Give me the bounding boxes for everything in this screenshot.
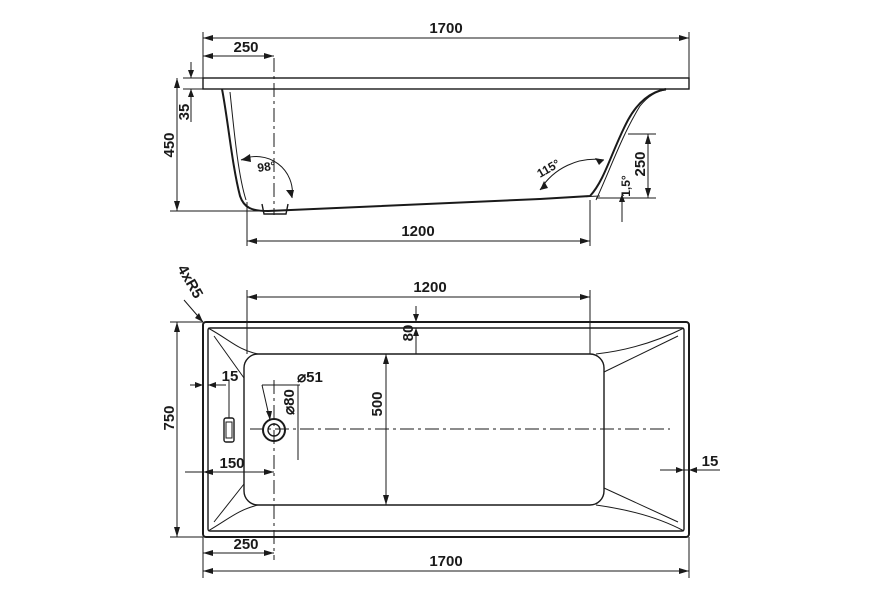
foot-angle-arrow-a [540,181,548,190]
side-slope-height-label: 250 [632,151,649,176]
overflow-inner [225,421,233,439]
dim-35-arrow-top [188,70,194,78]
dim-1200-arrow-left [247,238,257,244]
plan-length-label: 1700 [429,553,462,570]
dim-150-arrow-right [264,469,274,475]
dim-450-arrow-top [174,78,180,88]
back-angle-arrow-b [286,190,294,198]
foot-angle-arrow-b [595,158,604,165]
plan-outlet-position-label: 150 [219,455,244,472]
plan-floor-width-label: 500 [369,391,386,416]
plan-outlet-ring-label: ⌀80 [281,389,298,415]
plan-outlet-diameter-label: ⌀51 [297,369,323,386]
plan-outlet-offset-label: 250 [233,536,258,553]
dim-15-left-arrow-a [195,382,203,388]
dim-slope-arrow-bottom [645,188,651,198]
plan-slope-right-bottom [603,487,679,523]
dim-250-arrow-right [264,53,274,59]
plan-corner-br [595,504,685,532]
dim-250b-arrow-left [203,550,213,556]
plan-floor-length-label: 1200 [413,279,446,296]
side-view: 98° 115° 1700 250 35 450 [161,20,690,246]
plan-wall-offset-left-label: 15 [222,368,239,385]
dim-1700b-arrow-right [679,568,689,574]
dim-1700b-arrow-left [203,568,213,574]
side-body-outline [221,88,667,213]
plan-width-label: 750 [161,405,178,430]
plan-corner-bl [207,504,259,532]
plan-inner-rim [207,327,685,532]
dim-1700-arrow-right [679,35,689,41]
dim-1700-arrow-left [203,35,213,41]
dim-80-arrow-top [413,314,419,322]
side-rim-offset-label: 250 [233,39,258,56]
dim-15-right-arrow [689,467,697,473]
plan-slope-left-bottom [213,483,245,523]
dim-450-arrow-bottom [174,201,180,211]
side-height-label: 450 [161,132,178,157]
dim-250b-arrow-right [264,550,274,556]
side-rim-thickness-label: 35 [176,104,193,121]
radius-arrow [195,313,203,322]
floor-slope-arrow [619,194,625,202]
dim-150-arrow-left [203,469,213,475]
floor-slope-label: 1,5° [619,175,633,197]
plan-rim-width-label: 80 [400,325,417,342]
plan-slope-right-top [603,335,679,373]
plan-corner-tl [207,327,259,355]
side-rim [202,77,690,90]
plan-outer-rim [202,321,690,538]
plan-view: 4xR5 1200 80 500 750 15 [161,262,720,578]
plan-dim-1200-arrow-left [247,294,257,300]
dim-250-arrow-left [203,53,213,59]
dim-750-arrow-bottom [174,527,180,537]
dim-slope-arrow-top [645,134,651,144]
dim-500-arrow-bottom [383,495,389,505]
back-angle-arrow-a [241,154,251,162]
dim-750-arrow-top [174,322,180,332]
side-floor-length-label: 1200 [401,223,434,240]
dim-35-arrow-bottom [188,89,194,97]
dim-80-arrow-bottom [413,328,419,336]
plan-corner-tr [595,327,685,355]
plan-slope-left-top [213,335,245,379]
outlet-diameter-arrow [266,411,272,420]
dim-1200-arrow-right [580,238,590,244]
side-floor-guide [535,195,601,200]
back-angle-label: 98° [256,159,276,175]
foot-angle-label: 115° [535,156,563,180]
side-outlet [261,203,289,215]
side-length-label: 1700 [429,20,462,37]
plan-wall-offset-right-label: 15 [702,453,719,470]
dim-500-arrow-top [383,354,389,364]
side-inner-wall-left [229,91,247,201]
dim-15-right-arrow-b [676,467,684,473]
dim-15-left-arrow-b [208,382,216,388]
plan-dim-1200-arrow-right [580,294,590,300]
side-inner-wall-right [595,89,667,201]
corner-radius-label: 4xR5 [174,262,207,302]
